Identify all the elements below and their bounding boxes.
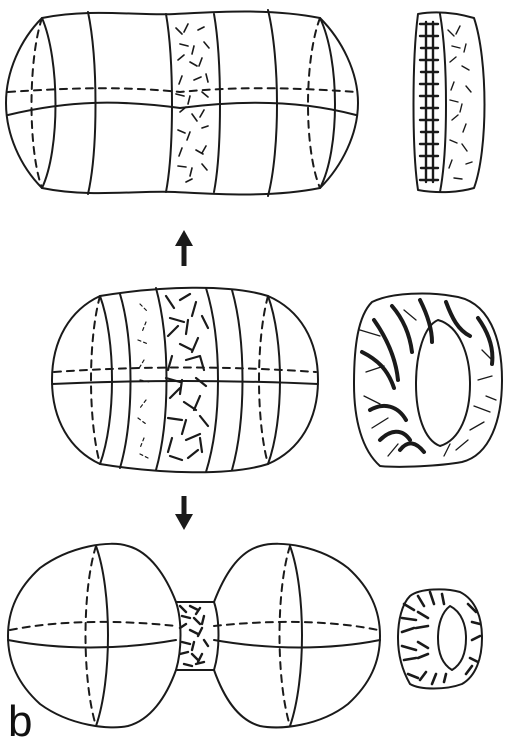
- round-cell-right-meridian: [268, 296, 280, 464]
- ring-filaments-light: [448, 26, 472, 179]
- down-arrow-head: [175, 514, 193, 530]
- elongated-cell-left-meridian: [42, 18, 56, 188]
- round-cell-right-meridian-back: [259, 296, 268, 464]
- large-ring-thick-filaments: [362, 300, 492, 452]
- constricted-cell-right-meridian-back: [280, 546, 291, 726]
- elongated-cell-actin-band: [166, 14, 220, 192]
- constricted-cell-outline: [8, 544, 380, 728]
- ring-inner-edge: [440, 14, 446, 192]
- round-cell-band-edge-left: [156, 288, 167, 470]
- contractile-ring-small-top: [414, 12, 485, 192]
- constricted-cell-actin-band: [176, 602, 219, 670]
- elongated-cell: [6, 10, 358, 196]
- up-arrow-head: [175, 230, 193, 246]
- constricted-cell-left-meridian: [96, 546, 108, 726]
- down-arrow: [175, 496, 193, 530]
- constricted-cell: [8, 544, 380, 728]
- up-arrow: [175, 230, 193, 266]
- elongated-cell-equator-back: [8, 88, 356, 92]
- elongated-cell-band-filaments: [176, 24, 209, 182]
- panel-label: b: [8, 700, 32, 744]
- tiny-ring-filaments: [402, 592, 480, 684]
- constricted-cell-band-edge-right: [214, 602, 219, 670]
- contractile-ring-small-bottom: [398, 589, 482, 688]
- ring-filaments: [420, 22, 438, 182]
- round-cell-band-edge-right: [206, 288, 218, 472]
- constricted-cell-band-filaments: [180, 606, 208, 666]
- round-cell-right-ring: [232, 290, 243, 470]
- elongated-cell-right-meridian: [320, 18, 335, 188]
- contractile-ring-large: [354, 294, 502, 467]
- large-ring-inner-hole: [416, 320, 470, 446]
- constricted-cell-right-meridian: [290, 546, 302, 726]
- constricted-cell-left-meridian-back: [86, 546, 97, 726]
- elongated-cell-band-edge-right: [214, 14, 220, 192]
- constricted-cell-equator-back: [10, 622, 378, 630]
- tiny-ring-inner-hole: [438, 606, 466, 670]
- ring-outer-outline: [414, 12, 485, 192]
- round-cell: [52, 288, 318, 473]
- elongated-cell-left-meridian-back: [32, 18, 43, 188]
- round-cell-equator: [52, 381, 318, 384]
- elongated-cell-right-meridian-back: [308, 18, 320, 188]
- round-cell-band-filaments: [166, 294, 208, 460]
- round-cell-left-meridian: [100, 296, 112, 464]
- round-cell-equator-back: [54, 368, 316, 373]
- elongated-cell-equator: [8, 103, 356, 115]
- elongated-cell-band-edge-left: [166, 14, 172, 192]
- round-cell-left-meridian-back: [91, 296, 100, 464]
- constricted-cell-band-edge-left: [176, 602, 181, 670]
